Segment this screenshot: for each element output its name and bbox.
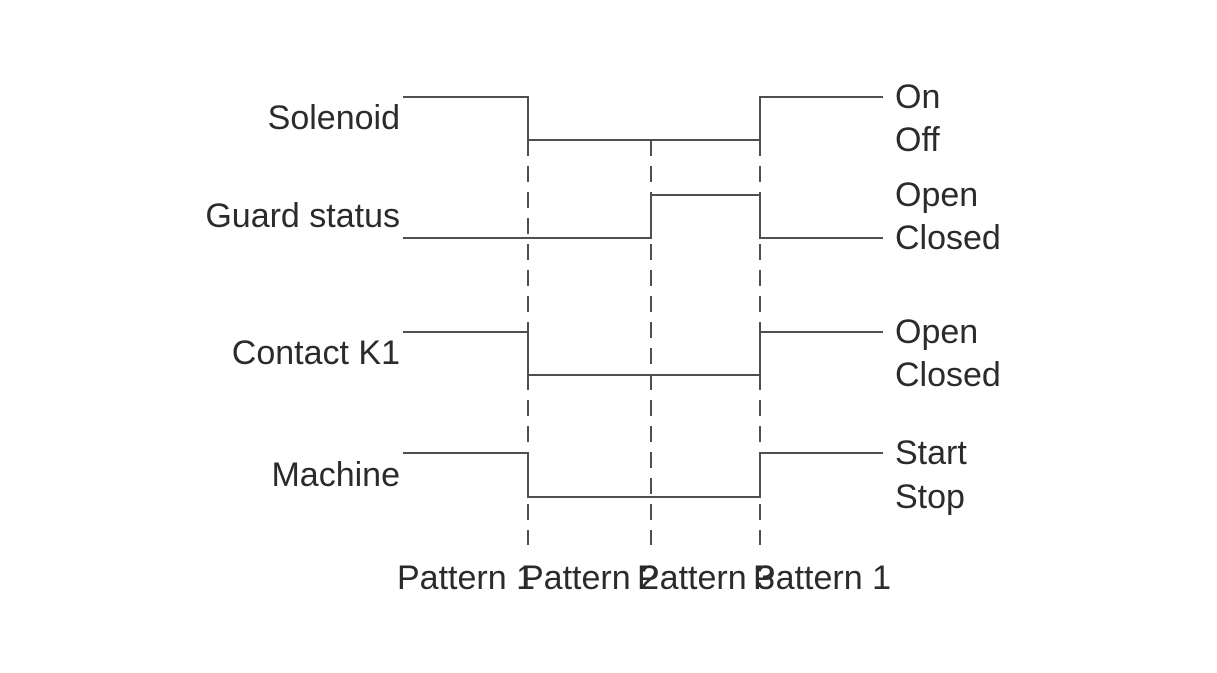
state-label-machine-stop: Stop (895, 478, 965, 516)
waveform-solenoid (403, 96, 883, 141)
waveform-machine (403, 452, 883, 498)
state-label-contact-k1-open: Open (895, 313, 979, 351)
state-label-guard-open: Open (895, 176, 979, 214)
waveform-contact-k1 (403, 331, 883, 376)
state-label-machine-start: Start (895, 434, 967, 472)
pattern-label-1: Pattern 1 (397, 559, 535, 597)
signal-label-contact-k1: Contact K1 (231, 334, 400, 372)
state-label-guard-closed: Closed (895, 219, 1001, 257)
state-label-contact-k1-closed: Closed (895, 356, 1001, 394)
signal-label-machine: Machine (271, 456, 400, 494)
pattern-label-3: Pattern 3 (637, 559, 775, 597)
state-label-solenoid-off: Off (895, 121, 940, 159)
pattern-label-2: Pattern 2 (521, 559, 659, 597)
signal-label-solenoid: Solenoid (267, 99, 400, 137)
state-label-solenoid-on: On (895, 78, 941, 116)
waveform-guard-status (403, 194, 883, 239)
pattern-label-4: Pattern 1 (753, 559, 891, 597)
signal-label-guard-status: Guard status (205, 197, 400, 235)
